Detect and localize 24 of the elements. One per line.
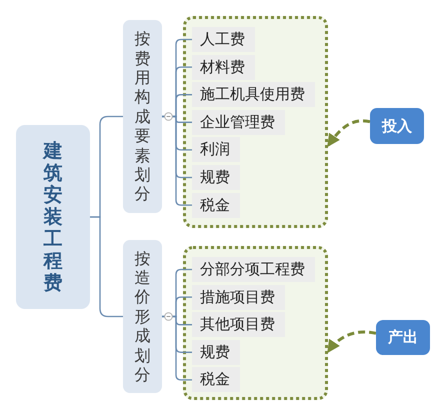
cost-item-box: 措施项目费 bbox=[192, 284, 285, 310]
cost-item-box: 企业管理费 bbox=[192, 110, 285, 135]
cost-item-box: 规费 bbox=[192, 340, 240, 365]
subtopic-box: 按费用构成要素划分 bbox=[123, 20, 162, 213]
connector-line bbox=[90, 216, 123, 318]
cost-item-box: 规费 bbox=[192, 165, 240, 190]
callout-box: 投入 bbox=[370, 108, 424, 144]
topic-box: 建筑安装工程费 bbox=[16, 125, 90, 309]
cost-item-box: 材料费 bbox=[192, 54, 255, 80]
connector-line bbox=[162, 116, 192, 206]
cost-item-box: 税金 bbox=[192, 192, 240, 218]
cost-item-box: 利润 bbox=[192, 137, 240, 162]
subtopic-box: 按造价形成划分 bbox=[123, 240, 162, 393]
cost-item-box: 分部分项工程费 bbox=[192, 257, 315, 282]
cost-item-box: 施工机具使用费 bbox=[192, 82, 315, 108]
curved-arrow bbox=[326, 119, 370, 148]
connector-line bbox=[162, 316, 192, 381]
curved-arrow bbox=[326, 330, 376, 354]
cost-item-box: 人工费 bbox=[192, 27, 255, 52]
cost-item-box: 其他项目费 bbox=[192, 312, 285, 338]
callout-box: 产出 bbox=[376, 320, 430, 355]
cost-item-box: 税金 bbox=[192, 367, 240, 392]
dotted-group-frame bbox=[183, 16, 328, 228]
dotted-group-frame bbox=[183, 246, 328, 400]
